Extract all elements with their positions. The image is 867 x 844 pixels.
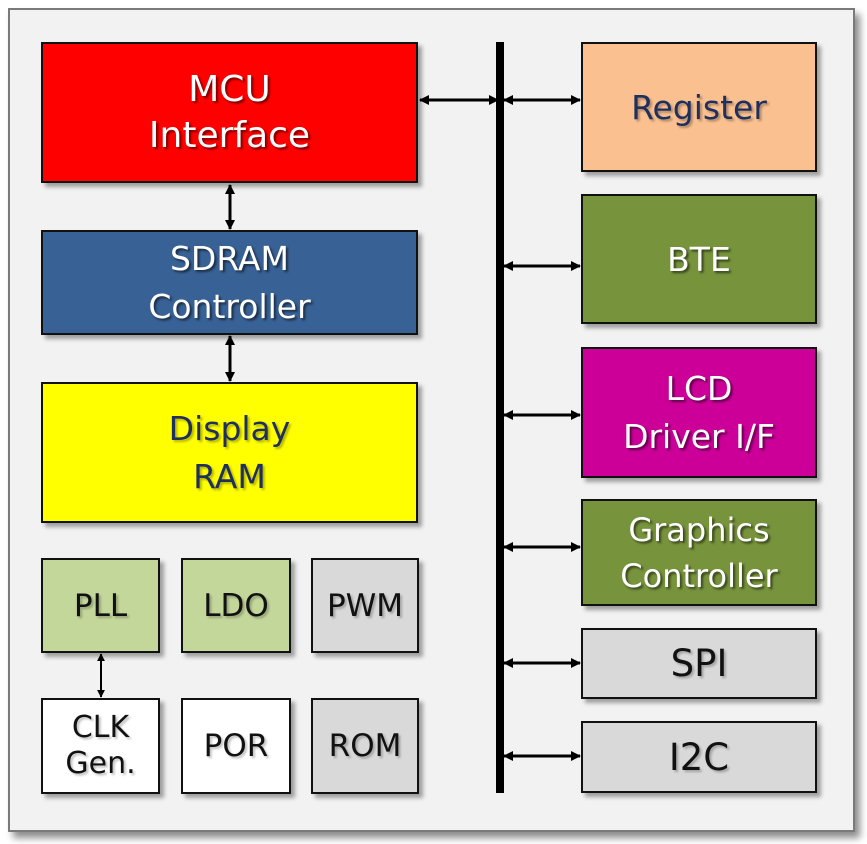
bte-block: BTE — [581, 194, 817, 324]
graphics-controller-block: Graphics Controller — [581, 499, 817, 606]
por-block: POR — [181, 698, 291, 794]
register-block: Register — [581, 42, 817, 172]
mcu-interface-block: MCU Interface — [41, 42, 418, 183]
pll-block: PLL — [41, 558, 160, 653]
display-ram-block: Display RAM — [41, 382, 418, 523]
lcd-driver-block: LCD Driver I/F — [581, 347, 817, 478]
rom-block: ROM — [311, 698, 419, 794]
sdram-controller-block: SDRAM Controller — [41, 230, 418, 335]
ldo-block: LDO — [181, 558, 291, 653]
spi-block: SPI — [581, 628, 817, 699]
clk-gen-block: CLK Gen. — [41, 698, 160, 794]
i2c-block: I2C — [581, 721, 817, 793]
pwm-block: PWM — [311, 558, 419, 653]
